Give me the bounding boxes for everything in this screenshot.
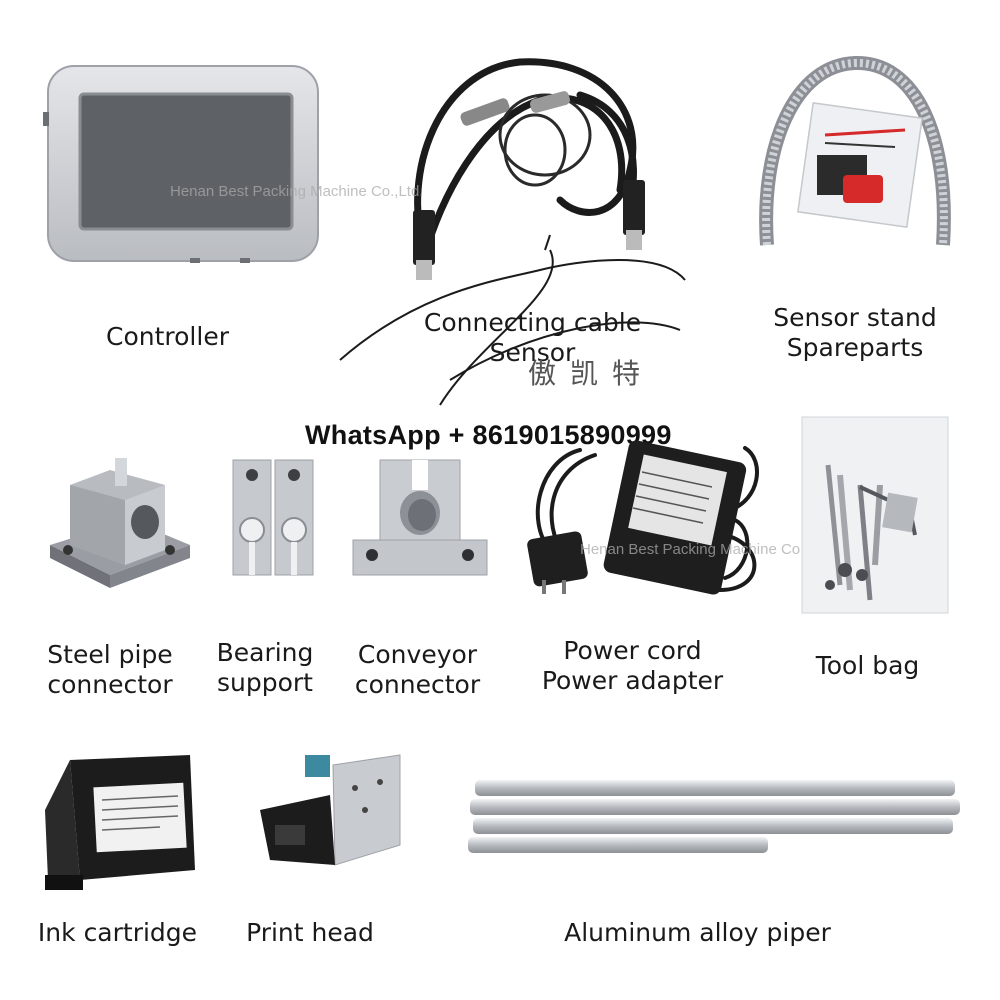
controller-image: [40, 60, 330, 275]
tool-bag-label: Tool bag: [815, 651, 920, 680]
whatsapp-contact: WhatsApp + 8619015890999: [305, 420, 672, 450]
connecting-cable-label: Connecting cable: [423, 308, 642, 337]
watermark-top: Henan Best Packing Machine Co.,Ltd.: [170, 183, 424, 200]
sensor-label: Sensor: [489, 338, 576, 367]
conveyor-label: Conveyor: [357, 640, 478, 669]
bearing-support-image: [228, 455, 318, 580]
spareparts-label: Spareparts: [786, 333, 924, 362]
print-head-label: Print head: [246, 918, 374, 947]
power-adapter-label: Power adapter: [541, 666, 724, 695]
bearing-label: Bearing: [216, 638, 314, 667]
conveyor-connector-image: [350, 455, 490, 580]
sensor-stand-image: [755, 55, 965, 260]
print-head-image: [255, 750, 405, 880]
conveyor-connector-label: connector: [354, 670, 481, 699]
steel-pipe-label: Steel pipe: [47, 640, 173, 669]
ink-cartridge-image: [40, 750, 200, 895]
brand-mark: 傲凯特: [528, 357, 655, 390]
bearing-support-label: support: [217, 668, 313, 697]
power-cord-label: Power cord: [563, 636, 702, 665]
sensor-stand-label: Sensor stand: [773, 303, 937, 332]
steel-pipe-connector-label: connector: [47, 670, 173, 699]
connecting-cable-image: [330, 50, 710, 420]
steel-pipe-connector-image: [40, 450, 200, 590]
controller-label: Controller: [106, 322, 229, 351]
aluminum-pipes-image: [465, 775, 965, 860]
watermark-middle: Henan Best Packing Machine Co.,Ltd.: [580, 541, 834, 558]
aluminum-pipes-label: Aluminum alloy piper: [564, 918, 831, 947]
power-adapter-image: [520, 440, 770, 600]
tool-bag-image: [800, 415, 950, 615]
ink-cartridge-label: Ink cartridge: [37, 918, 198, 947]
